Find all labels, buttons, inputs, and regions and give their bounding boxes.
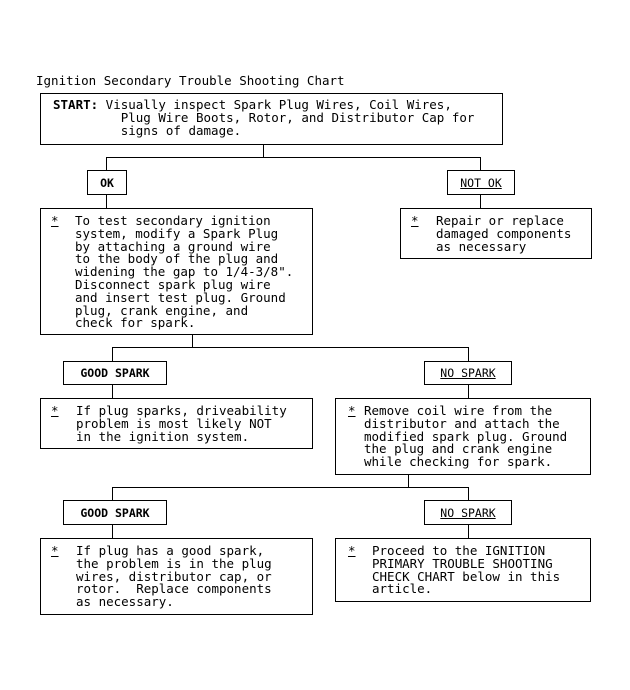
bullet-star: * — [348, 403, 356, 418]
repair-text: Repair or replace damaged components as … — [436, 213, 572, 254]
ok-label: OK — [87, 170, 127, 195]
not-ok-label: NOT OK — [447, 170, 515, 195]
test-secondary-box: * To test secondary ignition system, mod… — [40, 208, 313, 335]
good-spark-text-1: If plug sparks, driveability problem is … — [76, 403, 287, 444]
start-box: START: Visually inspect Spark Plug Wires… — [40, 93, 503, 145]
no-spark-label-2: NO SPARK — [424, 500, 512, 525]
bullet-star: * — [348, 543, 356, 558]
no-spark-label-1: NO SPARK — [424, 361, 512, 385]
repair-box: * Repair or replace damaged components a… — [400, 208, 592, 259]
good-spark-box-1: * If plug sparks, driveability problem i… — [40, 398, 313, 449]
good-spark-label-2: GOOD SPARK — [63, 500, 167, 525]
bullet-star: * — [51, 213, 59, 228]
no-spark-box-1: * Remove coil wire from the distributor … — [335, 398, 591, 475]
no-spark-text-1: Remove coil wire from the distributor an… — [364, 403, 568, 470]
bullet-star: * — [51, 543, 59, 558]
bullet-star: * — [411, 213, 419, 228]
start-text: Visually inspect Spark Plug Wires, Coil … — [105, 97, 475, 138]
start-label: START: — [53, 97, 99, 112]
chart-title: Ignition Secondary Trouble Shooting Char… — [36, 73, 345, 88]
good-spark-box-2: * If plug has a good spark, the problem … — [40, 538, 313, 615]
good-spark-label-1: GOOD SPARK — [63, 361, 167, 385]
test-secondary-text: To test secondary ignition system, modif… — [75, 213, 294, 331]
bullet-star: * — [51, 403, 59, 418]
good-spark-text-2: If plug has a good spark, the problem is… — [76, 543, 272, 610]
no-spark-box-2: * Proceed to the IGNITION PRIMARY TROUBL… — [335, 538, 591, 602]
no-spark-text-2: Proceed to the IGNITION PRIMARY TROUBLE … — [372, 543, 561, 597]
